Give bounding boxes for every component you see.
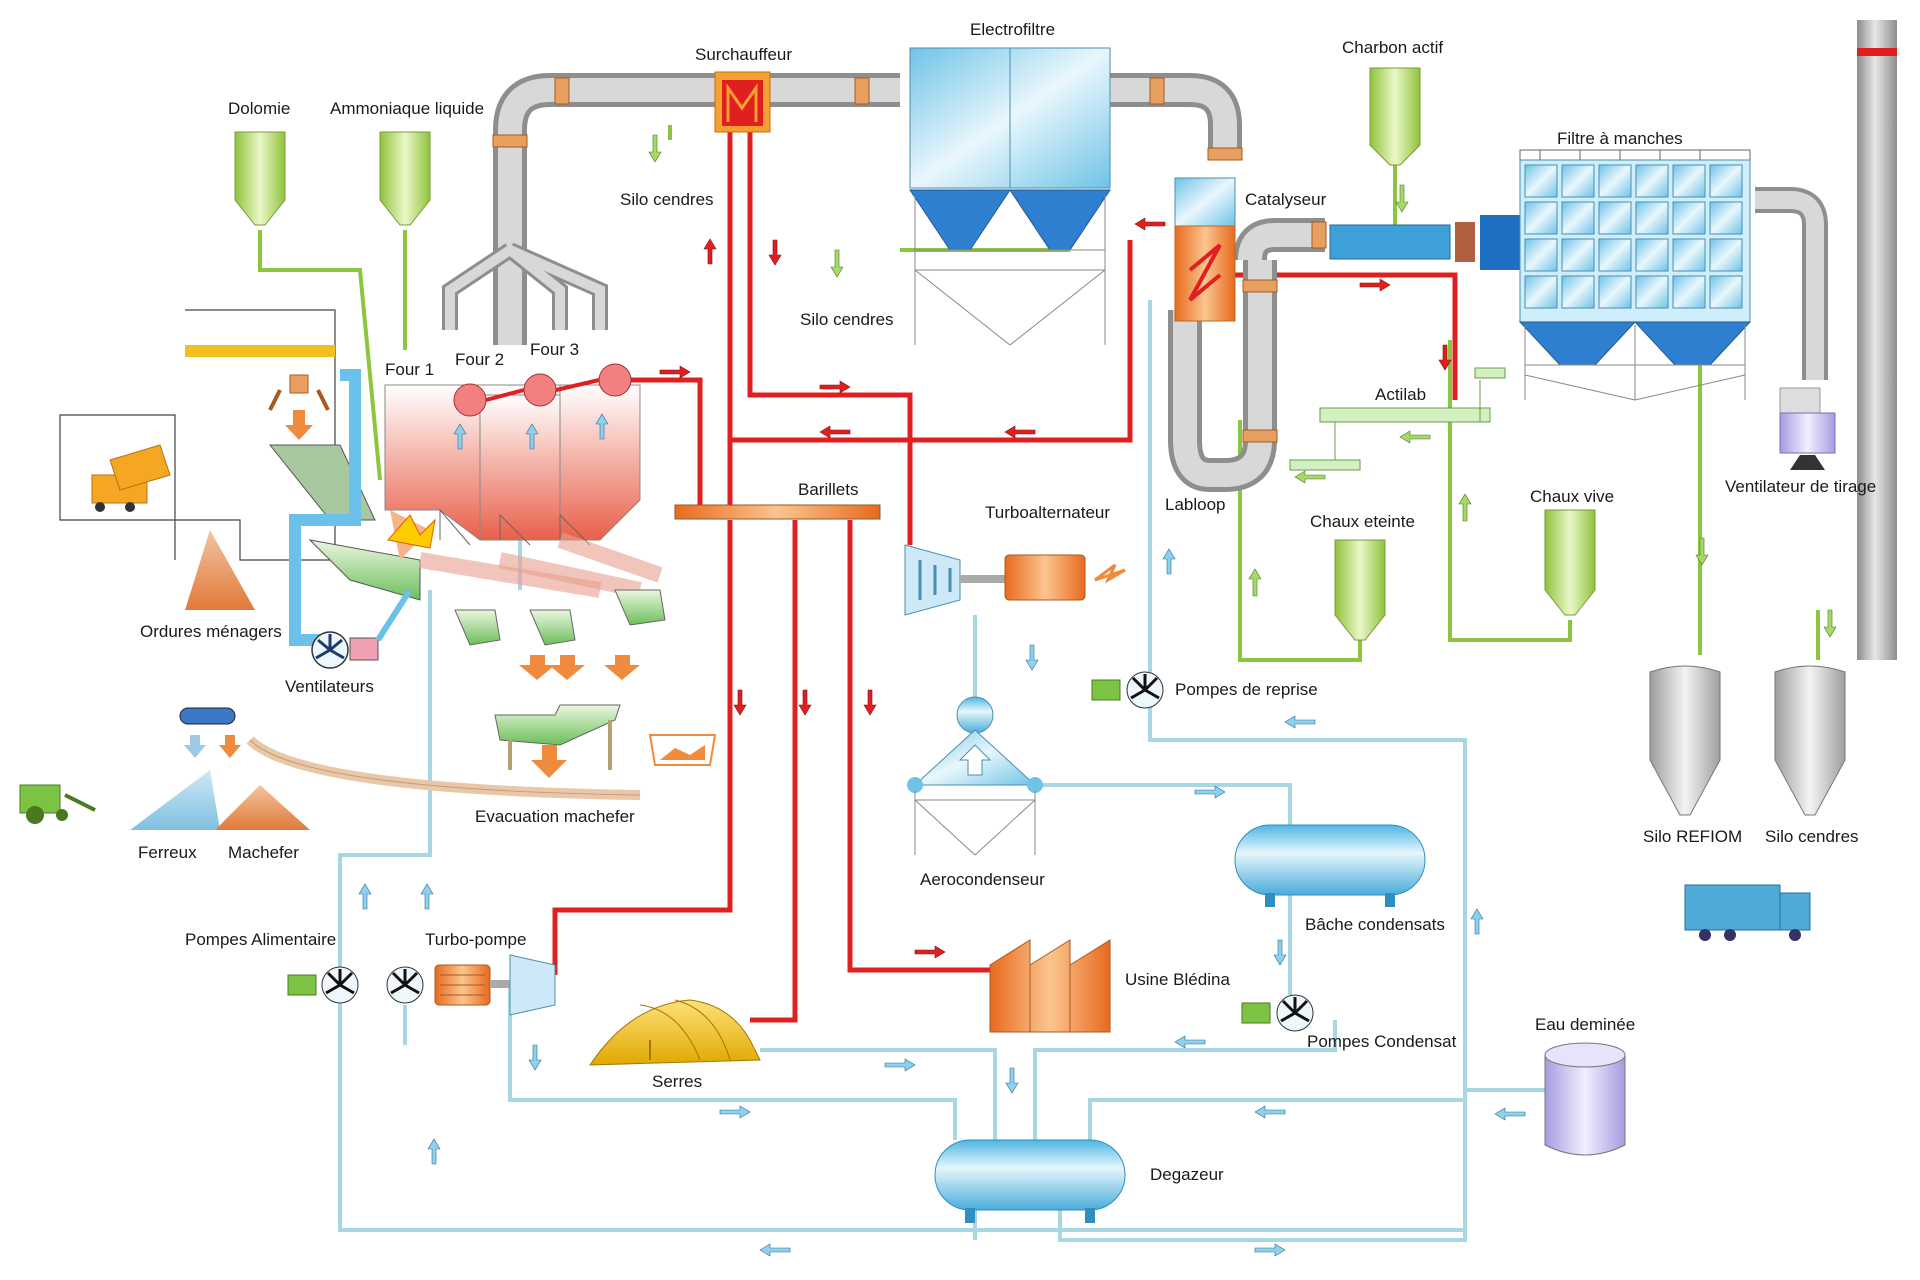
actilab (1289, 367, 1506, 471)
aerocondenseur-label: Aerocondenseur (920, 870, 1045, 889)
filtre-manches (1518, 149, 1752, 401)
chaux-eteinte-label: Chaux eteinte (1310, 512, 1415, 531)
chaux-eteinte-hopper (1334, 539, 1386, 641)
turbo-pompe-label: Turbo-pompe (425, 930, 526, 949)
flow-arrows (358, 134, 1837, 1257)
ventilateur-tirage-label: Ventilateur de tirage (1725, 477, 1876, 496)
barillets-label: Barillets (798, 480, 858, 499)
ventilateurs-label: Ventilateurs (285, 677, 374, 696)
actilab-label: Actilab (1375, 385, 1426, 404)
filter-inlet-duct (1329, 215, 1520, 270)
ferreux-label: Ferreux (138, 843, 197, 862)
serres (589, 999, 761, 1066)
labloop-label: Labloop (1165, 495, 1226, 514)
pompes-condensat-label: Pompes Condensat (1307, 1032, 1457, 1051)
ammoniaque-hopper (379, 131, 431, 226)
dolomie-label: Dolomie (228, 99, 290, 118)
chaux-vive-hopper (1544, 509, 1596, 616)
turboalternateur (904, 544, 1126, 616)
waste-reception (59, 309, 421, 610)
silo-cendres-1-label: Silo cendres (620, 190, 714, 209)
silo-cendres-2-label: Silo cendres (800, 310, 894, 329)
four1-label: Four 1 (385, 360, 434, 379)
pompes-condensat[interactable] (1241, 994, 1314, 1032)
cheminee (1779, 20, 1897, 660)
ventilateur-fan[interactable] (311, 588, 413, 669)
bache-label: Bâche condensats (1305, 915, 1445, 934)
air-duct (289, 369, 361, 646)
evacuation-machefer (19, 655, 717, 830)
bache-condensats (1234, 824, 1426, 907)
surchauffeur-label: Surchauffeur (695, 45, 792, 64)
machefer-label: Machefer (228, 843, 299, 862)
pompes-reprise-label: Pompes de reprise (1175, 680, 1318, 699)
turboalternateur-label: Turboalternateur (985, 503, 1110, 522)
charbon-hopper (1369, 67, 1421, 166)
silo-refiom-label: Silo REFIOM (1643, 827, 1742, 846)
silo-refiom (1649, 665, 1721, 816)
usine-bledina (989, 939, 1111, 1033)
ammoniaque-label: Ammoniaque liquide (330, 99, 484, 118)
catalyseur-label: Catalyseur (1245, 190, 1327, 209)
charbon-label: Charbon actif (1342, 38, 1443, 57)
chaux-vive-label: Chaux vive (1530, 487, 1614, 506)
electrofiltre (909, 47, 1111, 346)
ordures-label: Ordures ménagers (140, 622, 282, 641)
surchauffeur (714, 71, 771, 133)
filtre-label: Filtre à manches (1557, 129, 1683, 148)
truck-icon (1684, 884, 1811, 941)
flue-duct (442, 73, 1828, 492)
turbo-pompe[interactable] (386, 954, 556, 1016)
evacuation-label: Evacuation machefer (475, 807, 635, 826)
degazeur (934, 1139, 1126, 1223)
serres-label: Serres (652, 1072, 702, 1091)
pompes-reprise[interactable] (1091, 671, 1164, 709)
pompe-alimentaire[interactable] (287, 966, 359, 1004)
barillets (674, 504, 881, 520)
electrofiltre-label: Electrofiltre (970, 20, 1055, 39)
dolomie-hopper (234, 131, 286, 226)
pompes-alimentaire-label: Pompes Alimentaire (185, 930, 336, 949)
four2-label: Four 2 (455, 350, 504, 369)
silo-cendres-right (1774, 665, 1846, 816)
silo-cendres-3-label: Silo cendres (1765, 827, 1859, 846)
eau-deminee-tank (1544, 1042, 1626, 1156)
fours (384, 363, 700, 646)
eau-deminee-label: Eau deminée (1535, 1015, 1635, 1034)
usine-bledina-label: Usine Blédina (1125, 970, 1230, 989)
catalyseur (1174, 177, 1236, 322)
four3-label: Four 3 (530, 340, 579, 359)
degazeur-label: Degazeur (1150, 1165, 1224, 1184)
aerocondenseur (907, 696, 1043, 856)
